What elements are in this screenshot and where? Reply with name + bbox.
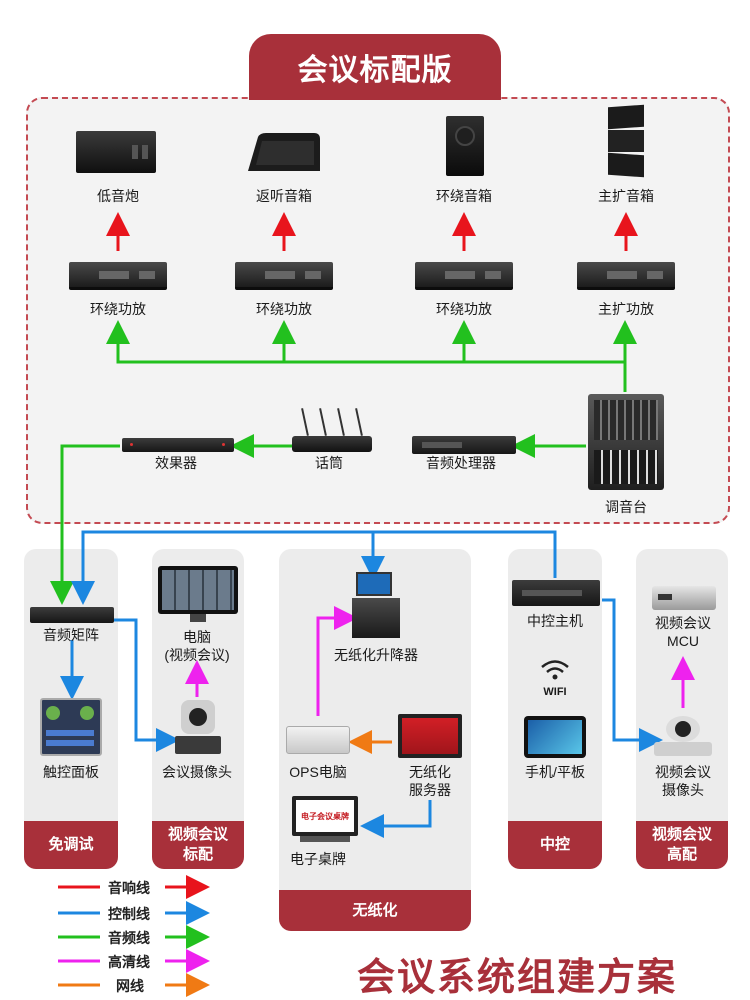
conference-camera-label: 会议摄像头 xyxy=(162,764,232,780)
amplifier-icon xyxy=(577,262,675,290)
panel-paperless-footer: 无纸化 xyxy=(279,890,471,931)
audio-processor-label: 音频处理器 xyxy=(426,455,496,471)
amplifier-icon xyxy=(235,262,333,290)
central-control-host-label: 中控主机 xyxy=(527,613,583,629)
ops-computer-icon xyxy=(286,726,350,754)
hd-cable-lines xyxy=(185,606,695,716)
legend-speaker-cable: 音响线 xyxy=(108,880,150,896)
monitor-speaker-icon xyxy=(244,131,324,175)
label-line: (视频会议) xyxy=(164,647,230,663)
label-line: 电脑 xyxy=(182,629,211,645)
conference-camera-icon xyxy=(175,700,221,754)
audio-matrix-icon xyxy=(30,607,114,623)
label-line: 无纸化 xyxy=(409,764,451,780)
legend-lines xyxy=(58,875,210,997)
paperless-server-icon xyxy=(398,714,462,758)
amplifier-label: 环绕功放 xyxy=(256,301,312,317)
label-line: 视频会议 xyxy=(655,764,711,780)
footer-line: 视频会议 xyxy=(651,826,712,843)
label-line: MCU xyxy=(667,633,699,649)
subwoofer-icon xyxy=(76,131,156,173)
amplifier-label: 主扩功放 xyxy=(598,301,654,317)
label-line: 服务器 xyxy=(409,782,451,798)
amplifier-icon xyxy=(69,262,167,290)
footer-line: 标配 xyxy=(182,846,213,863)
touch-panel-label: 触控面板 xyxy=(43,764,99,780)
audio-matrix-label: 音频矩阵 xyxy=(43,627,99,643)
legend-network-cable: 网线 xyxy=(116,978,144,994)
electronic-nameplate-icon: 电子会议桌牌 xyxy=(292,796,358,842)
central-control-host-icon xyxy=(512,580,600,606)
page-title: 会议标配版 xyxy=(249,34,501,100)
nameplate-screen-text: 电子会议桌牌 xyxy=(301,811,349,821)
effects-unit-icon xyxy=(122,438,234,452)
paperless-server-label: 无纸化 服务器 xyxy=(409,763,451,799)
surround-speaker-label: 环绕音箱 xyxy=(436,188,492,204)
legend-audio-cable: 音频线 xyxy=(108,930,150,946)
subwoofer-label: 低音炮 xyxy=(97,188,139,204)
tablet-label: 手机/平板 xyxy=(525,764,585,780)
touch-panel-icon xyxy=(40,698,102,756)
main-speaker-label: 主扩音箱 xyxy=(598,188,654,204)
mcu-icon xyxy=(652,586,716,610)
panel-central-control-footer: 中控 xyxy=(508,821,602,869)
surround-speaker-icon xyxy=(446,116,484,176)
mixer-icon xyxy=(588,394,664,490)
microphone-label: 话筒 xyxy=(315,455,343,471)
panel-video-high-footer: 视频会议 高配 xyxy=(636,821,728,869)
speaker-cable-lines xyxy=(106,212,638,251)
monitor-speaker-label: 返听音箱 xyxy=(256,188,312,204)
solution-title: 会议系统组建方案 xyxy=(357,957,678,999)
label-line: 视频会议 xyxy=(655,615,711,631)
amplifier-label: 环绕功放 xyxy=(436,301,492,317)
legend-hd-cable: 高清线 xyxy=(108,954,150,970)
amplifier-label: 环绕功放 xyxy=(90,301,146,317)
effects-unit-label: 效果器 xyxy=(155,455,197,471)
ops-computer-label: OPS电脑 xyxy=(289,764,347,780)
mixer-label: 调音台 xyxy=(605,499,647,515)
paperless-lift-icon xyxy=(352,572,400,638)
computer-monitor-icon xyxy=(158,566,238,624)
panel-no-debug-footer: 免调试 xyxy=(24,821,118,869)
legend-control-cable: 控制线 xyxy=(108,906,150,922)
mcu-label: 视频会议 MCU xyxy=(655,614,711,650)
wifi-icon xyxy=(539,658,571,682)
paperless-lift-label: 无纸化升降器 xyxy=(334,647,418,663)
audio-processor-icon xyxy=(412,436,516,454)
control-cable-lines xyxy=(58,530,663,925)
video-conference-camera-icon xyxy=(654,716,712,756)
audio-cable-lines xyxy=(50,320,637,605)
amplifier-icon xyxy=(415,262,513,290)
electronic-nameplate-label: 电子桌牌 xyxy=(290,851,346,867)
wifi-label: WIFI xyxy=(543,686,567,698)
microphone-icon xyxy=(292,406,372,452)
video-conference-camera-label: 视频会议 摄像头 xyxy=(655,763,711,799)
footer-line: 视频会议 xyxy=(167,826,228,843)
computer-label: 电脑 (视频会议) xyxy=(164,628,229,664)
tablet-icon xyxy=(524,716,586,758)
label-line: 摄像头 xyxy=(662,782,704,798)
panel-video-standard-footer: 视频会议 标配 xyxy=(152,821,244,869)
footer-line: 高配 xyxy=(666,846,697,863)
main-speaker-icon xyxy=(606,104,646,178)
